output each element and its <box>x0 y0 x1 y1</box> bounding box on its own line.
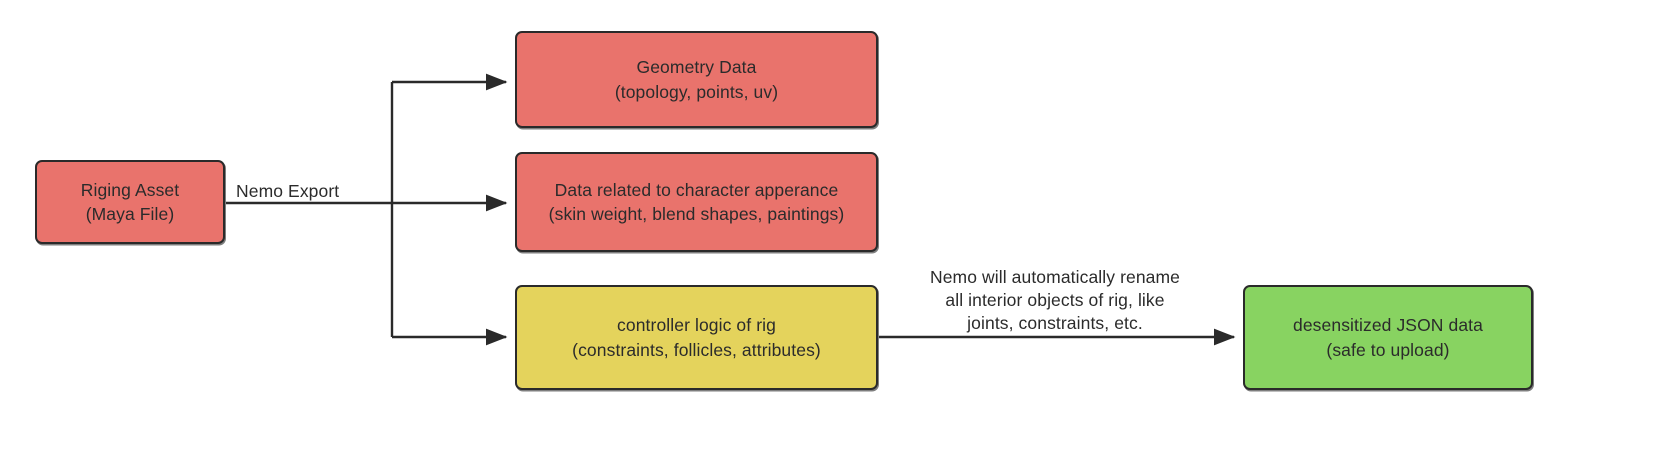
node-geometry-data-line-2: (topology, points, uv) <box>614 81 779 102</box>
node-desensitized-json-data-line-2: (safe to upload) <box>1326 339 1450 360</box>
edge-label-rename-note-line-3: joints, constraints, etc. <box>967 312 1143 333</box>
node-desensitized-json-data-line-1: desensitized JSON data <box>1293 315 1483 336</box>
node-character-appearance-data[interactable]: Data related to character apperance (ski… <box>515 152 878 252</box>
node-character-appearance-data-line-1: Data related to character apperance <box>554 179 839 200</box>
node-controller-logic[interactable]: controller logic of rig (constraints, fo… <box>515 285 878 390</box>
node-controller-logic-line-1: controller logic of rig <box>617 315 776 336</box>
node-desensitized-json-data[interactable]: desensitized JSON data (safe to upload) <box>1243 285 1533 390</box>
node-riging-asset-line-2: (Maya File) <box>85 204 175 224</box>
node-controller-logic-line-2: (constraints, follicles, attributes) <box>572 339 821 360</box>
edge-label-nemo-export-line-1: Nemo Export <box>236 181 340 201</box>
node-geometry-data-line-1: Geometry Data <box>636 57 757 78</box>
edge-label-rename-note-line-2: all interior objects of rig, like <box>945 289 1165 310</box>
edge-label-rename-note: Nemo will automatically rename all inter… <box>905 266 1205 334</box>
edge-label-rename-note-line-1: Nemo will automatically rename <box>929 267 1181 287</box>
node-riging-asset[interactable]: Riging Asset (Maya File) <box>35 160 225 244</box>
node-riging-asset-line-1: Riging Asset <box>80 179 180 200</box>
edge-label-nemo-export: Nemo Export <box>236 180 339 203</box>
node-character-appearance-data-line-2: (skin weight, blend shapes, paintings) <box>548 204 845 224</box>
node-geometry-data[interactable]: Geometry Data (topology, points, uv) <box>515 31 878 128</box>
